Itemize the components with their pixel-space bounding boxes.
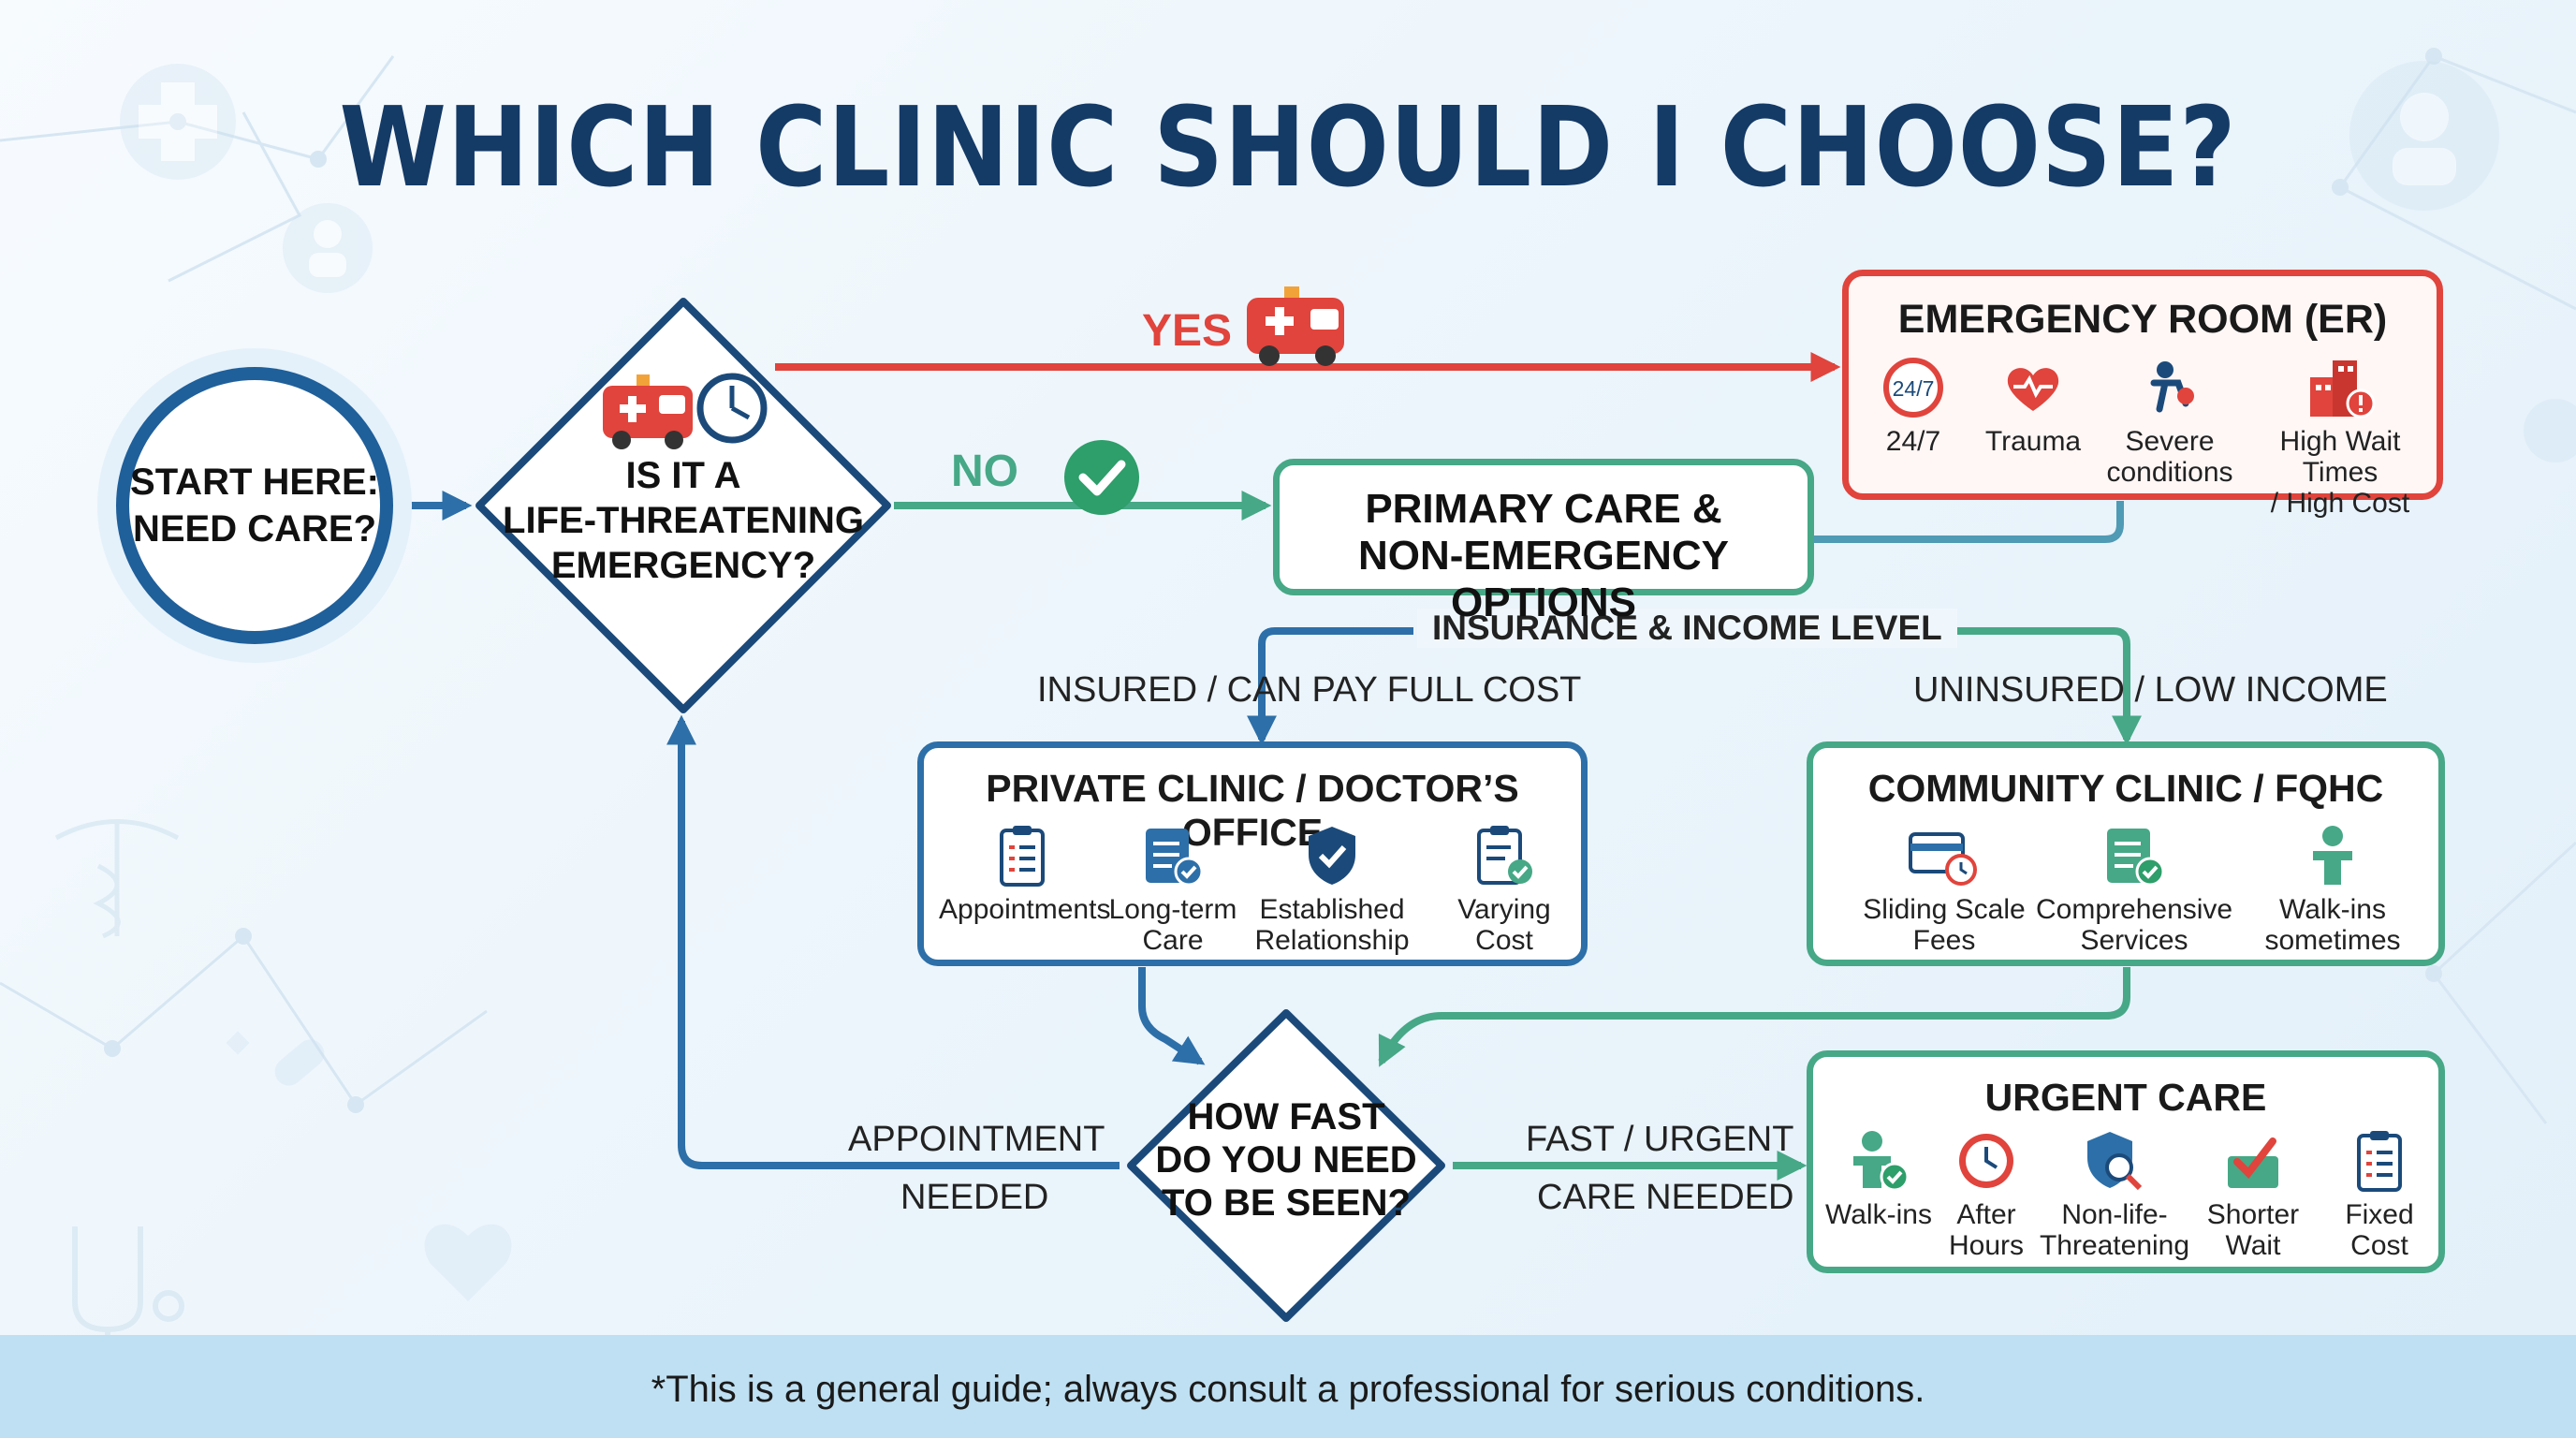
private-feature-appointments: Appointments xyxy=(939,823,1110,925)
emergency-ambulance-icon xyxy=(603,374,693,449)
clipboard-icon xyxy=(1000,826,1045,887)
decision-speed-label: HOW FAST DO YOU NEED TO BE SEEN? xyxy=(1155,1096,1417,1224)
urgent-care-box: URGENT CARE Walk-ins After Hours Non-lif… xyxy=(1807,1050,2445,1273)
community-clinic-box: COMMUNITY CLINIC / FQHC Sliding Scale Fe… xyxy=(1807,741,2445,966)
decision-speed-diamond xyxy=(1127,1009,1445,1322)
community-feature-services: Comprehensive Services xyxy=(2036,823,2232,956)
injured-person-icon xyxy=(2150,361,2194,413)
er-feature-severe: Severe conditions xyxy=(2100,355,2240,488)
check-circle-icon xyxy=(1064,440,1139,515)
caduceus-icon xyxy=(54,819,180,939)
er-feature-cost: High Wait Times / High Cost xyxy=(2242,355,2438,519)
heart-icon xyxy=(424,1224,512,1301)
community-clinic-title: COMMUNITY CLINIC / FQHC xyxy=(1867,767,2384,810)
er-title: EMERGENCY ROOM (ER) xyxy=(1897,297,2388,342)
shield-check-icon xyxy=(1309,827,1355,885)
shield-search-icon xyxy=(2087,1132,2143,1191)
ballot-icon xyxy=(2228,1137,2278,1188)
footer-bar: *This is a general guide; always consult… xyxy=(0,1335,2576,1438)
clock-24-icon: 24/7 xyxy=(1883,358,1943,418)
decision-emergency-diamond xyxy=(476,298,891,713)
medical-cross-icon xyxy=(120,64,236,180)
insurance-label: INSURANCE & INCOME LEVEL xyxy=(1417,609,1957,648)
clock-icon xyxy=(696,373,768,444)
private-feature-relationship: Established Relationship xyxy=(1238,823,1426,956)
nurse-icon xyxy=(2349,61,2499,211)
person-check-icon xyxy=(1853,1131,1910,1192)
person-icon xyxy=(2524,399,2576,462)
private-clinic-title: PRIVATE CLINIC / DOCTOR’S OFFICE xyxy=(986,767,1519,854)
decision-emergency-label: IS IT A LIFE-THREATENING EMERGENCY? xyxy=(503,455,864,586)
checklist-icon xyxy=(1146,829,1204,887)
insured-label: INSURED / CAN PAY FULL COST xyxy=(1037,670,1582,710)
urgent-care-title: URGENT CARE xyxy=(1984,1076,2267,1119)
start-label: START HERE: NEED CARE? xyxy=(130,462,379,550)
private-clinic-box: PRIVATE CLINIC / DOCTOR’S OFFICE Appoint… xyxy=(917,741,1588,966)
er-feature-trauma: Trauma xyxy=(1972,355,2094,457)
hospital-building-icon xyxy=(2310,360,2376,418)
community-feature-fees: Sliding Scale Fees xyxy=(1851,823,2038,956)
community-feature-walkins: Walk-ins sometimes xyxy=(2244,823,2422,956)
clock-icon xyxy=(1959,1134,2013,1188)
heart-icon xyxy=(2007,368,2059,411)
ambulance-icon xyxy=(1247,286,1344,366)
er-feature-24-7: 24/7 24/7 xyxy=(1862,355,1965,457)
appointment-label-1: APPOINTMENT xyxy=(848,1120,1105,1159)
private-to-speed-arrow xyxy=(1138,967,1206,1065)
urgent-feature-non-life: Non-life- Threatening xyxy=(2038,1128,2191,1261)
private-feature-cost: Varying Cost xyxy=(1429,823,1579,956)
footer-disclaimer: *This is a general guide; always consult… xyxy=(651,1369,1925,1410)
clipboard-check-icon xyxy=(1477,826,1532,885)
private-feature-long-term: Long-term Care xyxy=(1107,823,1238,956)
urgent-label-1: FAST / URGENT xyxy=(1526,1120,1794,1159)
page-title: WHICH CLINIC SHOULD I CHOOSE? xyxy=(339,82,2237,212)
primary-care-label: PRIMARY CARE & NON-EMERGENCY OPTIONS xyxy=(1357,486,1730,625)
no-label: NO xyxy=(951,447,1018,496)
community-to-speed-arrow xyxy=(1378,967,2130,1067)
urgent-feature-hours: After Hours xyxy=(1935,1128,2038,1261)
urgent-label-2: CARE NEEDED xyxy=(1537,1178,1794,1217)
checklist-icon xyxy=(2107,829,2165,887)
uninsured-branch-arrow xyxy=(1881,627,2142,746)
card-clock-icon xyxy=(1909,832,1977,886)
appointment-label-2: NEEDED xyxy=(900,1178,1049,1217)
person-icon xyxy=(2313,826,2352,885)
doctor-icon xyxy=(283,203,373,293)
yes-label: YES xyxy=(1142,306,1233,356)
urgent-feature-wait: Shorter Wait xyxy=(2188,1128,2319,1261)
svg-text:24/7: 24/7 xyxy=(1893,376,1935,401)
check-mark xyxy=(1078,460,1126,496)
uninsured-label: UNINSURED / LOW INCOME xyxy=(1913,670,2388,710)
er-to-primary-connector xyxy=(1814,501,2124,543)
urgent-feature-cost: Fixed Cost xyxy=(2319,1128,2440,1261)
primary-care-box: PRIMARY CARE & NON-EMERGENCY OPTIONS xyxy=(1273,459,1814,625)
clipboard-icon xyxy=(2357,1131,2402,1192)
start-circle xyxy=(97,348,412,663)
appointment-loop-arrow xyxy=(666,714,1120,1169)
er-box: EMERGENCY ROOM (ER) 24/7 24/7 Trauma Sev… xyxy=(1842,270,2443,519)
urgent-feature-walkins: Walk-ins xyxy=(1822,1128,1935,1230)
insured-branch-arrow xyxy=(1247,627,1413,746)
